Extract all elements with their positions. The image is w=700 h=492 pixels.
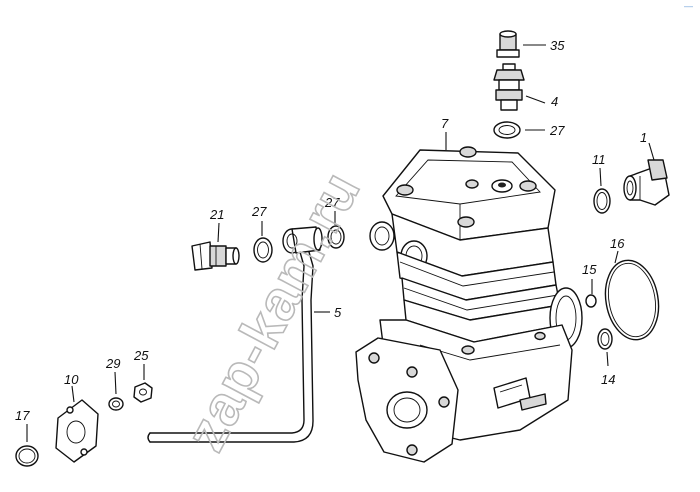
callout-29: 29 [105,356,120,371]
part-25-nut: 25 [133,348,153,403]
part-27-washer-mid: 27 [251,204,273,263]
callout-11: 11 [592,152,606,167]
callout-17: 17 [15,408,30,423]
callout-35: 35 [550,38,565,53]
part-29-washer: 29 [105,356,124,411]
part-21-fitting: 21 [191,207,240,271]
callout-10: 10 [64,372,79,387]
callout-25: 25 [133,348,149,363]
callout-14: 14 [601,372,615,387]
part-35-cap: 35 [496,30,565,58]
callout-16: 16 [610,236,625,251]
part-15-small-ring: 15 [582,262,597,308]
part-16-large-ring: 16 [604,236,660,341]
callout-27a: 27 [549,123,565,138]
callout-21: 21 [209,207,224,222]
part-4-valve: 4 [493,63,558,111]
callout-27c: 27 [324,195,340,210]
corner-mark: — [684,1,693,11]
callout-7: 7 [441,116,449,131]
head-bolts [396,146,537,228]
part-27-washer-pipe: 27 [324,195,345,249]
part-11-ring: 11 [592,152,611,214]
callout-4: 4 [551,94,558,109]
part-27-washer-top: 27 [493,121,565,139]
part-10-flange: 10 [55,372,99,463]
callout-5: 5 [334,305,342,320]
part-1-elbow: 1 [623,130,670,206]
part-17-ring: 17 [15,408,39,467]
callout-15: 15 [582,262,597,277]
watermark: zap-kam.ru [173,161,372,460]
part-14-ring: 14 [597,328,615,387]
callout-1: 1 [640,130,647,145]
callout-27b: 27 [251,204,267,219]
part-5-pipe: 5 [147,226,342,443]
part-7-compressor-body: 7 [355,116,583,463]
